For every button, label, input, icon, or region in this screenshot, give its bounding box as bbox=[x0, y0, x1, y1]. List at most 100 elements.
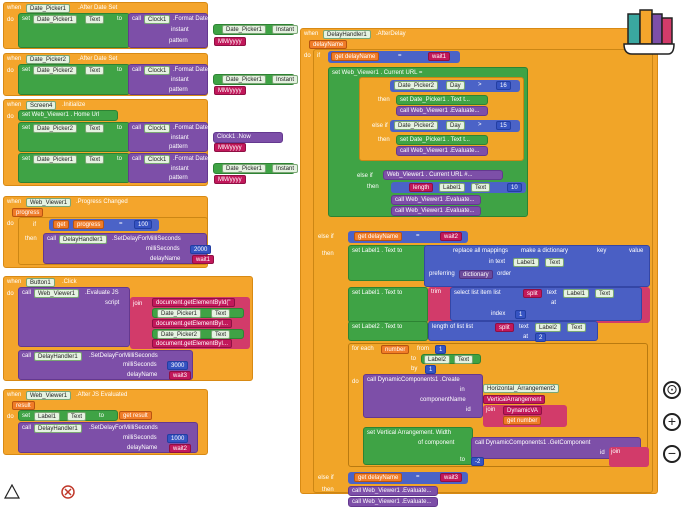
set-width-block[interactable]: set Vertical Arrangement. Width of compo… bbox=[363, 427, 473, 465]
comp-dropdown[interactable]: Date_Picker1 bbox=[157, 309, 202, 318]
proc-dropdown[interactable]: DelayHandler1 bbox=[59, 235, 107, 244]
n2[interactable]: 2 bbox=[535, 333, 547, 342]
text-dropdown[interactable]: Text bbox=[545, 258, 565, 267]
name-value[interactable]: wait2 bbox=[169, 444, 192, 453]
clock-dropdown[interactable]: Clock1 bbox=[144, 15, 171, 24]
event-button1-click[interactable]: when Button1 .Click do call Web_Viewer1 … bbox=[3, 276, 253, 381]
zoom-in-icon[interactable]: + bbox=[663, 413, 681, 431]
event-after-delay[interactable]: when DelayHandler1 .AfterDelay delayName… bbox=[300, 28, 658, 507]
if-chain[interactable]: if get delayName = wait1 set Web_Viewer1… bbox=[313, 49, 653, 507]
backpack-icon[interactable] bbox=[620, 2, 678, 60]
event-after-js-evaluated[interactable]: when Web_Viewer1 .After JS Evaluated res… bbox=[3, 389, 208, 455]
prop-dropdown[interactable]: Text bbox=[85, 15, 105, 24]
target-dropdown[interactable]: Date_Picker2 bbox=[33, 124, 78, 133]
label1-dropdown[interactable]: Label1 bbox=[513, 258, 540, 267]
component-dropdown[interactable]: DelayHandler1 bbox=[323, 30, 371, 39]
event-screen4-initialize[interactable]: when Screen4 .Initialize do set Web_View… bbox=[3, 99, 299, 186]
prop-dropdown[interactable]: Text bbox=[85, 124, 105, 133]
wait3-evaluate-2[interactable]: call Web_Viewer1 .Evaluate... bbox=[348, 497, 438, 507]
label2-text-getter[interactable]: Label2 Text bbox=[421, 354, 481, 364]
component-dropdown[interactable]: Web_Viewer1 bbox=[26, 391, 72, 400]
get-delayname[interactable]: get delayName bbox=[354, 232, 403, 241]
name-value[interactable]: wait3 bbox=[169, 371, 192, 380]
prop-dropdown[interactable]: Text bbox=[211, 309, 231, 318]
instant-getter[interactable]: Date_Picker1 Instant bbox=[213, 74, 299, 85]
label1-dropdown[interactable]: Label1 bbox=[563, 289, 590, 298]
event-date-picker1-after-date-set[interactable]: when Date_Picker1 .After Date Set do set… bbox=[3, 2, 299, 49]
ms-value[interactable]: 1000 bbox=[167, 434, 189, 443]
format-date-call-2[interactable]: call Clock1 .Format Date instant pattern bbox=[128, 153, 208, 183]
instant-prop-dropdown[interactable]: Instant bbox=[272, 75, 299, 84]
param-result[interactable]: result bbox=[12, 401, 35, 410]
wait2-string[interactable]: wait2 bbox=[440, 232, 463, 241]
select-list-item[interactable]: select list item list split text Label1 … bbox=[450, 287, 642, 321]
target-icon[interactable]: ⊙ bbox=[663, 381, 681, 399]
cond-wait2[interactable]: get delayName = wait2 bbox=[348, 231, 468, 243]
get-label[interactable]: get bbox=[53, 220, 70, 229]
get-delayname[interactable]: get delayName bbox=[354, 473, 403, 482]
pattern-string[interactable]: MM/yyyy bbox=[214, 86, 246, 95]
set-delay-call[interactable]: call DelayHandler1 .SetDelayForMilliSeco… bbox=[43, 233, 215, 264]
prop-dropdown[interactable]: Text bbox=[85, 66, 105, 75]
evaluate-js-call[interactable]: call Web_Viewer1 .Evaluate JS script bbox=[18, 287, 130, 347]
var-progress[interactable]: progress bbox=[73, 220, 105, 229]
format-date-call[interactable]: call Clock1 .Format Date instant pattern bbox=[128, 122, 208, 152]
date-picker1-text[interactable]: Date_Picker1 Text bbox=[152, 308, 244, 318]
clock-now-call[interactable]: Clock1 .Now bbox=[213, 132, 283, 143]
get-number[interactable]: get number bbox=[503, 416, 542, 425]
setter-block-2[interactable]: set Date_Picker1 Text to bbox=[18, 153, 130, 183]
num-100[interactable]: 100 bbox=[134, 220, 153, 229]
get-delayname[interactable]: get delayName bbox=[331, 52, 380, 61]
name-value[interactable]: wait1 bbox=[192, 255, 215, 264]
n-neg2[interactable]: -2 bbox=[471, 457, 485, 466]
component-dropdown[interactable]: Date_Picker1 bbox=[26, 4, 71, 13]
n1-from[interactable]: 1 bbox=[435, 345, 447, 354]
inner-if[interactable]: Date_Picker2 Day > 16 then set Date_Pick… bbox=[359, 77, 524, 161]
comp-dropdown[interactable]: Date_Picker2 bbox=[157, 330, 202, 339]
length-check[interactable]: length Label1 Text 10 bbox=[391, 182, 526, 193]
replace-mappings[interactable]: replace all mappings make a dictionary k… bbox=[424, 245, 650, 287]
day-compare[interactable]: Date_Picker2 Day > 16 bbox=[390, 80, 520, 92]
join-id-2[interactable]: join bbox=[609, 447, 649, 467]
set-label1-replace[interactable]: set Label1 . Text to bbox=[348, 245, 428, 281]
prop-dropdown[interactable]: Text bbox=[67, 412, 87, 421]
set-label1-text[interactable]: set Label1 Text to bbox=[18, 410, 118, 421]
target-dropdown[interactable]: Date_Picker1 bbox=[33, 15, 78, 24]
format-date-call[interactable]: call Clock1 .Format Date instant pattern bbox=[128, 64, 208, 95]
setter-block[interactable]: set Date_Picker2 Text to bbox=[18, 122, 130, 152]
instant-comp-dropdown[interactable]: Date_Picker1 bbox=[222, 25, 267, 34]
harr-dropdown[interactable]: Horizontal_Arrangement2 bbox=[483, 384, 560, 393]
for-each-loop[interactable]: for each number from 1 to Label2 Text by… bbox=[348, 343, 649, 467]
instant-getter[interactable]: Date_Picker1 Instant bbox=[213, 163, 299, 174]
component-dropdown[interactable]: Web_Viewer1 bbox=[26, 198, 72, 207]
text-dropdown[interactable]: Text bbox=[454, 355, 474, 364]
join-block[interactable]: join document.getElementById(" Date_Pick… bbox=[130, 297, 250, 349]
prop-dropdown[interactable]: Text bbox=[211, 330, 231, 339]
clock-dropdown[interactable]: Clock1 bbox=[144, 155, 171, 164]
prop-dropdown[interactable]: Text bbox=[85, 155, 105, 164]
then-evaluate-2[interactable]: call Web_Viewer1 .Evaluate... bbox=[396, 146, 488, 156]
then-setter[interactable]: set Date_Picker1 . Text t... bbox=[396, 95, 488, 105]
clock-dropdown[interactable]: Clock1 bbox=[144, 124, 171, 133]
day-dropdown[interactable]: Day bbox=[446, 81, 465, 90]
get-component-call[interactable]: call DynamicComponents1 .GetComponent id bbox=[471, 437, 641, 459]
format-date-call[interactable]: call Clock1 .Format Date instant pattern bbox=[128, 13, 208, 48]
set-label2-length[interactable]: set Label2 . Text to bbox=[348, 321, 428, 341]
cond-wait3[interactable]: get delayName = wait3 bbox=[348, 472, 468, 484]
set-delay-call[interactable]: call DelayHandler1 .SetDelayForMilliSeco… bbox=[18, 422, 198, 453]
component-dropdown[interactable]: Screen4 bbox=[26, 101, 57, 110]
n15[interactable]: 15 bbox=[496, 121, 511, 130]
string-1[interactable]: document.getElementById(" bbox=[152, 298, 235, 307]
component-dropdown[interactable]: Date_Picker2 bbox=[26, 55, 71, 64]
wait1-string[interactable]: wait1 bbox=[428, 52, 451, 61]
then-evaluate-3[interactable]: call Web_Viewer1 .Evaluate... bbox=[391, 195, 481, 205]
then-evaluate[interactable]: call Web_Viewer1 .Evaluate... bbox=[396, 106, 488, 116]
param-progress[interactable]: progress bbox=[12, 208, 44, 217]
zoom-out-icon[interactable]: − bbox=[663, 445, 681, 463]
if-block[interactable]: if get progress = 100 then call DelayHan… bbox=[18, 217, 215, 265]
event-progress-changed[interactable]: when Web_Viewer1 .Progress Changed progr… bbox=[3, 196, 215, 268]
pattern-string[interactable]: MM/yyyy bbox=[214, 175, 246, 184]
target-dropdown[interactable]: Date_Picker1 bbox=[33, 155, 78, 164]
dp2-dropdown[interactable]: Date_Picker2 bbox=[394, 121, 439, 130]
varr-string[interactable]: VerticalArrangement bbox=[483, 395, 546, 404]
